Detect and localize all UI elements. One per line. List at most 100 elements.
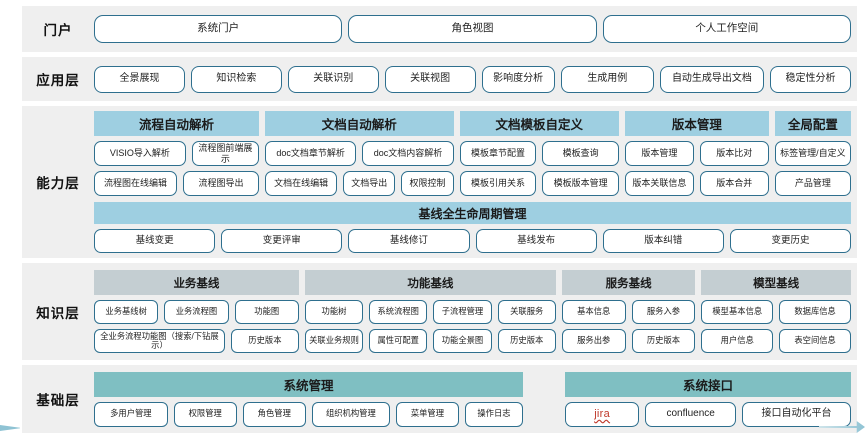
sys-item-operation-log[interactable]: 操作日志: [464, 401, 523, 427]
portal-item-personal-workspace[interactable]: 个人工作空间: [602, 15, 851, 43]
lifecycle-item-baseline-change[interactable]: 基线变更: [94, 229, 216, 253]
foundation-group-header-system-interface: 系统接口: [565, 371, 851, 397]
know-item-function-tree[interactable]: 功能树: [304, 300, 364, 324]
layer-body-foundation: 系统管理 多用户管理 权限管理 角色管理 组织机构管理 菜单管理 操作日志 系统…: [94, 371, 857, 427]
app-item-relation-view[interactable]: 关联视图: [384, 65, 476, 93]
app-item-knowledge-search[interactable]: 知识检索: [190, 65, 282, 93]
cap-item-permission-control[interactable]: 权限控制: [401, 171, 454, 196]
cap-item-template-query[interactable]: 模板查询: [542, 141, 619, 166]
cap-item-visio-import-parse[interactable]: VISIO导入解析: [94, 141, 186, 166]
lifecycle-item-change-history[interactable]: 变更历史: [729, 229, 852, 253]
portal-item-system-portal[interactable]: 系统门户: [94, 15, 343, 43]
know-item-related-business-rule[interactable]: 关联业务规则: [304, 329, 364, 353]
capability-group-header-doc-template: 文档模板自定义: [459, 111, 619, 136]
capability-row: doc文档章节解析 doc文档内容解析: [265, 141, 454, 166]
capability-group-header-version-mgmt: 版本管理: [624, 111, 769, 136]
cap-item-template-version-mgmt[interactable]: 模板版本管理: [542, 171, 619, 196]
know-item-basic-info[interactable]: 基本信息: [561, 300, 626, 324]
know-item-tablespace-info[interactable]: 表空间信息: [779, 329, 852, 353]
cap-item-version-relation-info[interactable]: 版本关联信息: [624, 171, 694, 196]
app-item-panorama[interactable]: 全景展现: [94, 65, 185, 93]
app-item-generate-case[interactable]: 生成用例: [560, 65, 654, 93]
cap-item-flowchart-online-edit[interactable]: 流程图在线编辑: [94, 171, 178, 196]
app-item-impact-analysis[interactable]: 影响度分析: [481, 65, 555, 93]
lifecycle-item-baseline-revision[interactable]: 基线修订: [348, 229, 470, 253]
sys-item-org-structure-mgmt[interactable]: 组织机构管理: [311, 401, 390, 427]
cap-item-template-reference-relation[interactable]: 模板引用关系: [459, 171, 537, 196]
portal-item-role-view[interactable]: 角色视图: [348, 15, 597, 43]
cap-item-flowchart-export[interactable]: 流程图导出: [183, 171, 260, 196]
portal-row: 系统门户 角色视图 个人工作空间: [94, 15, 851, 43]
know-item-system-flowchart[interactable]: 系统流程图: [369, 300, 428, 324]
decorative-edge-icon: [0, 425, 20, 431]
know-item-history-version-service[interactable]: 历史版本: [631, 329, 696, 353]
lifecycle-band-header: 基线全生命周期管理: [94, 202, 851, 224]
knowledge-group-model-baseline: 模型基线 模型基本信息 数据库信息 用户信息 表空间信息: [701, 270, 852, 353]
know-item-business-baseline-tree[interactable]: 业务基线树: [94, 300, 159, 324]
app-item-relation-recognition[interactable]: 关联识别: [287, 65, 379, 93]
know-item-business-flowchart[interactable]: 业务流程图: [164, 300, 229, 324]
knowledge-row: 关联业务规则 属性可配置 功能全景图 历史版本: [304, 329, 556, 353]
capability-row: VISIO导入解析 流程图前端展示: [94, 141, 260, 166]
cap-item-flowchart-frontend-display[interactable]: 流程图前端展示: [191, 141, 260, 166]
layer-body-capability: 流程自动解析 VISIO导入解析 流程图前端展示 流程图在线编辑 流程图导出 文…: [94, 111, 857, 253]
foundation-row: 多用户管理 权限管理 角色管理 组织机构管理 菜单管理 操作日志: [94, 401, 523, 427]
sys-item-menu-mgmt[interactable]: 菜单管理: [395, 401, 459, 427]
knowledge-groups: 业务基线 业务基线树 业务流程图 功能图 全业务流程功能图（搜索/下钻展示） 历…: [94, 270, 852, 353]
know-item-related-service[interactable]: 关联服务: [497, 300, 556, 324]
iface-item-jira[interactable]: jira: [565, 401, 640, 427]
cap-item-version-merge[interactable]: 版本合并: [699, 171, 769, 196]
lifecycle-item-baseline-release[interactable]: 基线发布: [475, 229, 597, 253]
know-item-model-basic-info[interactable]: 模型基本信息: [701, 300, 774, 324]
know-item-database-info[interactable]: 数据库信息: [779, 300, 852, 324]
iface-item-confluence[interactable]: confluence: [645, 401, 737, 427]
capability-row: 文档在线编辑 文档导出 权限控制: [265, 171, 454, 196]
cap-item-tag-mgmt-custom[interactable]: 标签管理/自定义: [774, 141, 851, 166]
cap-item-doc-chapter-parse[interactable]: doc文档章节解析: [265, 141, 357, 166]
capability-group-doc-parse: 文档自动解析 doc文档章节解析 doc文档内容解析 文档在线编辑 文档导出 权…: [265, 111, 454, 196]
know-item-history-version-function[interactable]: 历史版本: [497, 329, 556, 353]
app-item-stability-analysis[interactable]: 稳定性分析: [769, 65, 852, 93]
cap-item-doc-content-parse[interactable]: doc文档内容解析: [362, 141, 454, 166]
knowledge-group-service-baseline: 服务基线 基本信息 服务入参 服务出参 历史版本: [561, 270, 696, 353]
app-item-auto-export-doc[interactable]: 自动生成导出文档: [659, 65, 764, 93]
foundation-row: jira confluence 接口自动化平台: [565, 401, 852, 427]
layer-capability: 能力层 流程自动解析 VISIO导入解析 流程图前端展示 流程图在线编辑 流程图…: [22, 106, 857, 258]
sys-item-multi-user-mgmt[interactable]: 多用户管理: [94, 401, 168, 427]
knowledge-row: 功能树 系统流程图 子流程管理 关联服务: [304, 300, 556, 324]
know-item-subprocess-mgmt[interactable]: 子流程管理: [433, 300, 492, 324]
capability-group-process-parse: 流程自动解析 VISIO导入解析 流程图前端展示 流程图在线编辑 流程图导出: [94, 111, 260, 196]
knowledge-row: 模型基本信息 数据库信息: [701, 300, 852, 324]
lifecycle-item-change-review[interactable]: 变更评审: [221, 229, 343, 253]
layer-body-portal: 系统门户 角色视图 个人工作空间: [94, 15, 857, 43]
knowledge-row: 服务出参 历史版本: [561, 329, 696, 353]
capability-groups: 流程自动解析 VISIO导入解析 流程图前端展示 流程图在线编辑 流程图导出 文…: [94, 111, 851, 196]
know-item-function-panorama[interactable]: 功能全景图: [433, 329, 492, 353]
cap-item-doc-online-edit[interactable]: 文档在线编辑: [265, 171, 338, 196]
cap-item-doc-export[interactable]: 文档导出: [343, 171, 396, 196]
lifecycle-item-version-correction[interactable]: 版本纠错: [602, 229, 724, 253]
sys-item-role-mgmt[interactable]: 角色管理: [242, 401, 306, 427]
cap-item-template-chapter-config[interactable]: 模板章节配置: [459, 141, 537, 166]
knowledge-group-header-business-baseline: 业务基线: [94, 270, 299, 295]
know-item-attribute-configurable[interactable]: 属性可配置: [369, 329, 428, 353]
know-item-full-business-flow-function-diagram[interactable]: 全业务流程功能图（搜索/下钻展示）: [94, 329, 225, 353]
iface-item-api-automation-platform[interactable]: 接口自动化平台: [742, 401, 852, 427]
knowledge-group-header-model-baseline: 模型基线: [701, 270, 851, 295]
know-item-service-output-param[interactable]: 服务出参: [561, 329, 626, 353]
cap-item-version-compare[interactable]: 版本比对: [699, 141, 769, 166]
capability-row: 标签管理/自定义: [774, 141, 851, 166]
know-item-function-diagram[interactable]: 功能图: [234, 300, 299, 324]
cap-item-version-mgmt[interactable]: 版本管理: [624, 141, 694, 166]
know-item-service-input-param[interactable]: 服务入参: [631, 300, 696, 324]
sys-item-permission-mgmt[interactable]: 权限管理: [173, 401, 237, 427]
know-item-history-version-business[interactable]: 历史版本: [230, 329, 299, 353]
knowledge-group-function-baseline: 功能基线 功能树 系统流程图 子流程管理 关联服务 关联业务规则 属性可配置 功…: [304, 270, 556, 353]
know-item-user-info[interactable]: 用户信息: [701, 329, 774, 353]
layer-knowledge: 知识层 业务基线 业务基线树 业务流程图 功能图 全业务流程功能图（搜索/下钻展…: [22, 263, 857, 360]
capability-row: 模板引用关系 模板版本管理: [459, 171, 619, 196]
layer-label-portal: 门户: [43, 23, 73, 39]
cap-item-product-mgmt[interactable]: 产品管理: [774, 171, 851, 196]
capability-row: 模板章节配置 模板查询: [459, 141, 619, 166]
